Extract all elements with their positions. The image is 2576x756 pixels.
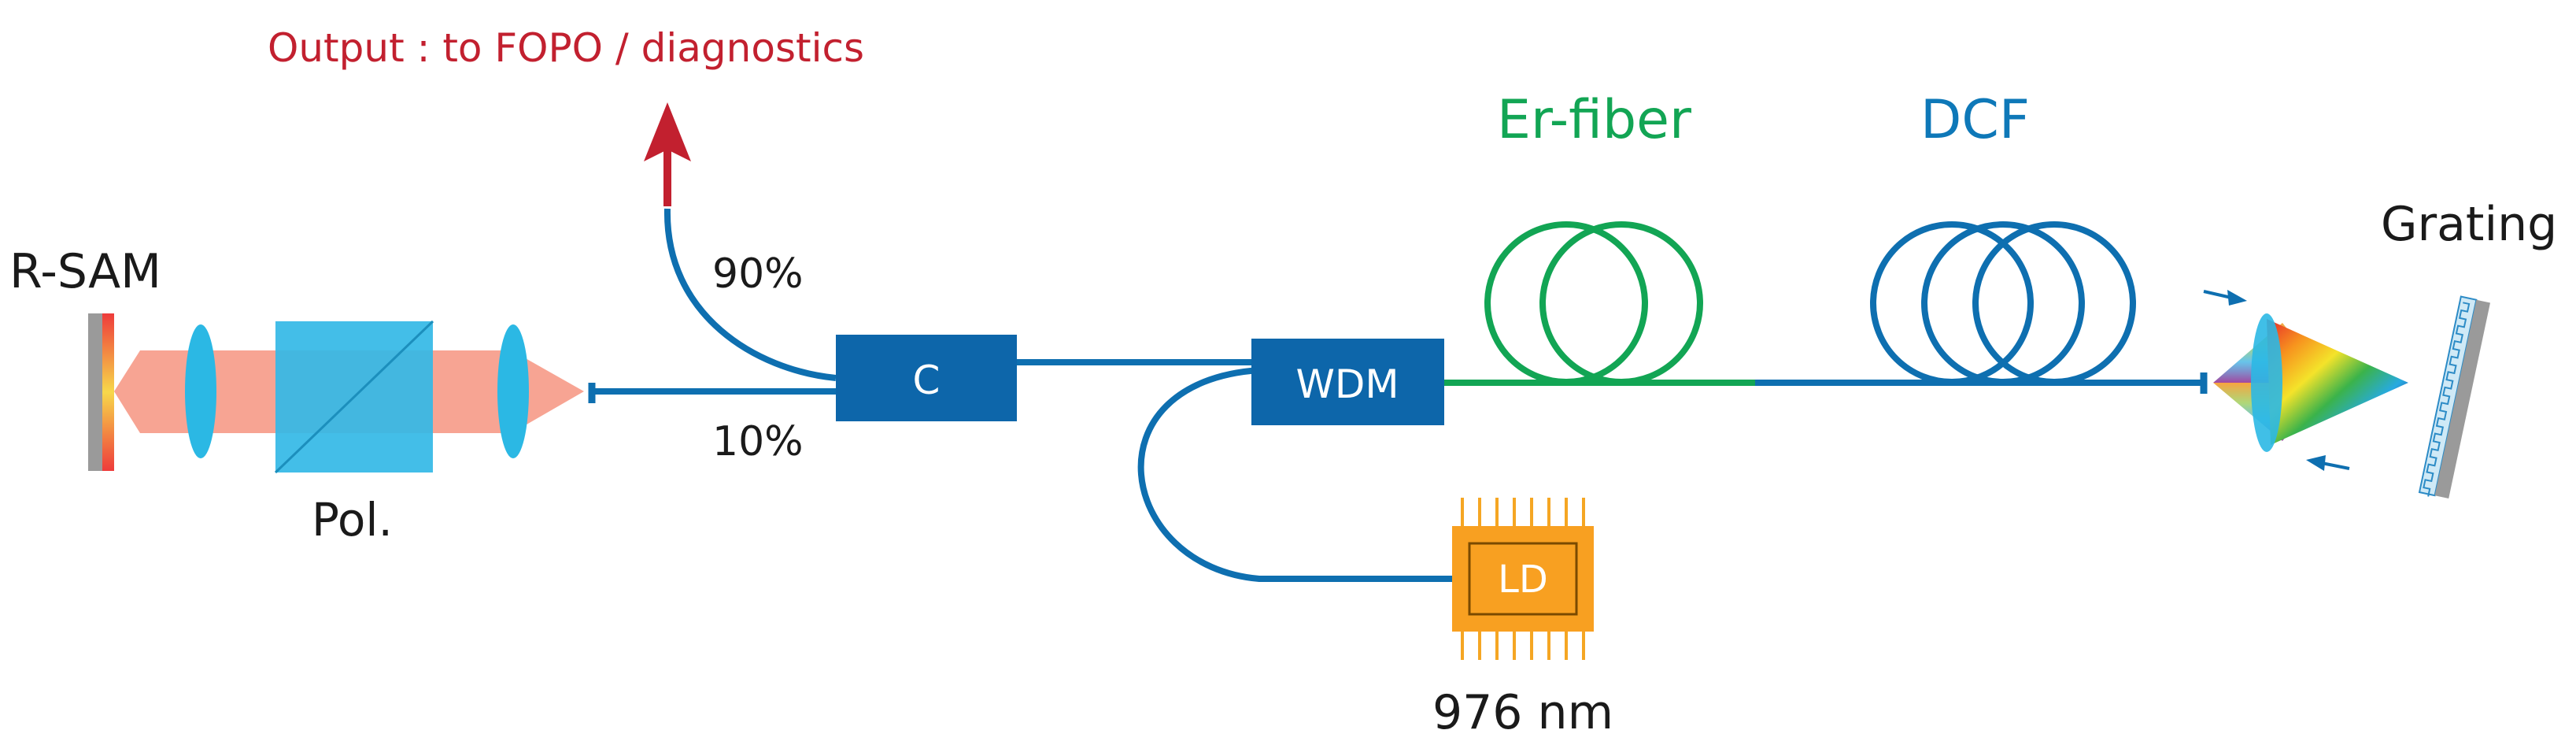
port-10-label: 10% <box>712 418 804 465</box>
dcf-coil <box>1870 221 2136 385</box>
laser-diode-ld: LD <box>1452 498 1594 660</box>
lens-left <box>185 324 216 458</box>
wdm-box: WDM <box>1251 339 1444 425</box>
lens-right <box>497 324 529 458</box>
polarizer-cube <box>274 320 434 474</box>
coupler-box: C <box>836 335 1017 421</box>
wdm-label: WDM <box>1295 361 1399 407</box>
incoming-beam-arrow-icon <box>2203 290 2247 306</box>
output-arrow-icon <box>644 102 691 206</box>
grating-label: Grating <box>2381 197 2557 252</box>
r-sam-mirror <box>88 313 114 471</box>
ld-label: LD <box>1498 558 1548 602</box>
diffraction-grating <box>2418 295 2491 498</box>
ld-wavelength-label: 976 nm <box>1432 685 1613 740</box>
r-sam-label: R-SAM <box>9 244 161 299</box>
port-90-label: 90% <box>712 250 804 298</box>
return-beam-arrow-icon <box>2306 455 2350 471</box>
output-label: Output : to FOPO / diagnostics <box>268 25 864 71</box>
grating-lens <box>2251 313 2282 452</box>
fiber-paths <box>588 208 2208 582</box>
er-fiber-coil <box>1444 221 1755 386</box>
prism-dispersion <box>2213 319 2408 445</box>
polarizer-label: Pol. <box>312 493 393 547</box>
dcf-label: DCF <box>1920 89 2030 151</box>
er-fiber-label: Er-fiber <box>1497 89 1691 151</box>
coupler-label: C <box>913 358 941 403</box>
